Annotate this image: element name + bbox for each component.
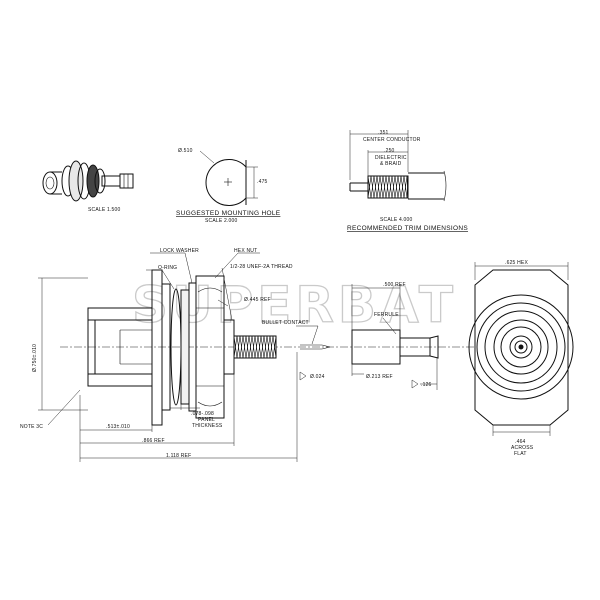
hole-title: SUGGESTED MOUNTING HOLE xyxy=(176,210,281,217)
knurl-line xyxy=(379,175,384,199)
knurl-line xyxy=(239,335,244,359)
bullet-contact-label: BULLET CONTACT xyxy=(262,320,309,326)
knurl-line xyxy=(257,335,262,359)
knurl-line xyxy=(400,175,405,199)
knurl-line xyxy=(397,175,402,199)
knurl-line xyxy=(260,335,265,359)
knurl-line xyxy=(373,175,378,199)
knurl-line xyxy=(403,175,408,199)
hole-scale-label: SCALE 2.000 xyxy=(205,218,238,224)
trim-braid-label: & BRAID xyxy=(380,161,402,167)
iso-scale-label: SCALE 1.500 xyxy=(88,207,121,213)
len-1118-label: 1.118 REF xyxy=(166,453,191,459)
side-view-dimensions xyxy=(38,252,438,462)
thread-label: 1/2-28 UNEF-2A THREAD xyxy=(230,264,293,270)
lock-washer-label: LOCK WASHER xyxy=(160,248,199,254)
hex-nut-label: HEX NUT xyxy=(234,248,257,254)
thickness-label: THICKNESS xyxy=(192,423,223,429)
front-hex-label: .625 HEX xyxy=(505,260,528,266)
ferrule-diameter-label: Ø.213 REF xyxy=(366,374,393,380)
note-3c-label: NOTE 3C xyxy=(20,424,43,430)
trim-scale-label: SCALE 4.000 xyxy=(380,217,413,223)
trim-center-label: CENTER CONDUCTOR xyxy=(363,137,421,143)
mounting-hole-view xyxy=(199,150,258,206)
pin-diameter-label: Ø.024 xyxy=(310,374,325,380)
panel-label: PANEL xyxy=(198,417,215,423)
knurl-line xyxy=(394,175,399,199)
knurl-line xyxy=(236,335,241,359)
connector-side-view xyxy=(60,269,475,426)
knurl-line xyxy=(391,175,396,199)
panel-thickness-value: .078-.098 xyxy=(191,411,214,417)
hole-flat-label: .475 xyxy=(257,179,268,185)
knurl-line xyxy=(233,335,238,359)
ref-445-label: Ø.445 REF xyxy=(244,297,271,303)
knurl-line xyxy=(266,335,271,359)
hole-diameter-label: Ø.510 xyxy=(178,148,193,154)
trim-center-value: .351 xyxy=(378,130,389,136)
front-across-label: ACROSS xyxy=(511,445,534,451)
trim-dielectric-value: .250 xyxy=(384,148,395,154)
connector-front-view xyxy=(468,262,574,436)
len-513-label: .513±.010 xyxy=(106,424,130,430)
body-diameter-label: Ø.750±.010 xyxy=(32,344,38,372)
o-ring-label: O-RING xyxy=(158,265,177,271)
len-866-label: .866 REF xyxy=(142,438,165,444)
knurl-line xyxy=(248,335,253,359)
knurl-line xyxy=(269,335,274,359)
trim-dielectric-label: DIELECTRIC xyxy=(375,155,407,161)
ferrule-end-label: .126 xyxy=(421,382,432,388)
knurl-line xyxy=(370,175,375,199)
knurl-line xyxy=(406,175,409,199)
knurl-line xyxy=(263,335,268,359)
isometric-connector-view xyxy=(42,160,134,202)
knurl-line xyxy=(242,335,247,359)
ferrule-label: FERRULE xyxy=(374,312,399,318)
knurl-line xyxy=(385,175,390,199)
front-flat-value: .464 xyxy=(515,439,526,445)
trim-dimensions-view xyxy=(349,130,447,202)
knurl-line xyxy=(251,335,256,359)
knurl-line xyxy=(388,175,393,199)
front-flat-label: FLAT xyxy=(514,451,527,457)
ref-500-label: .500 REF xyxy=(383,282,406,288)
knurl-line xyxy=(382,175,387,199)
knurl-line xyxy=(376,175,381,199)
trim-title: RECOMMENDED TRIM DIMENSIONS xyxy=(347,225,468,232)
knurl-line xyxy=(245,335,250,359)
knurl-line xyxy=(272,335,277,359)
knurl-line xyxy=(254,335,259,359)
knurl-line xyxy=(367,175,372,199)
